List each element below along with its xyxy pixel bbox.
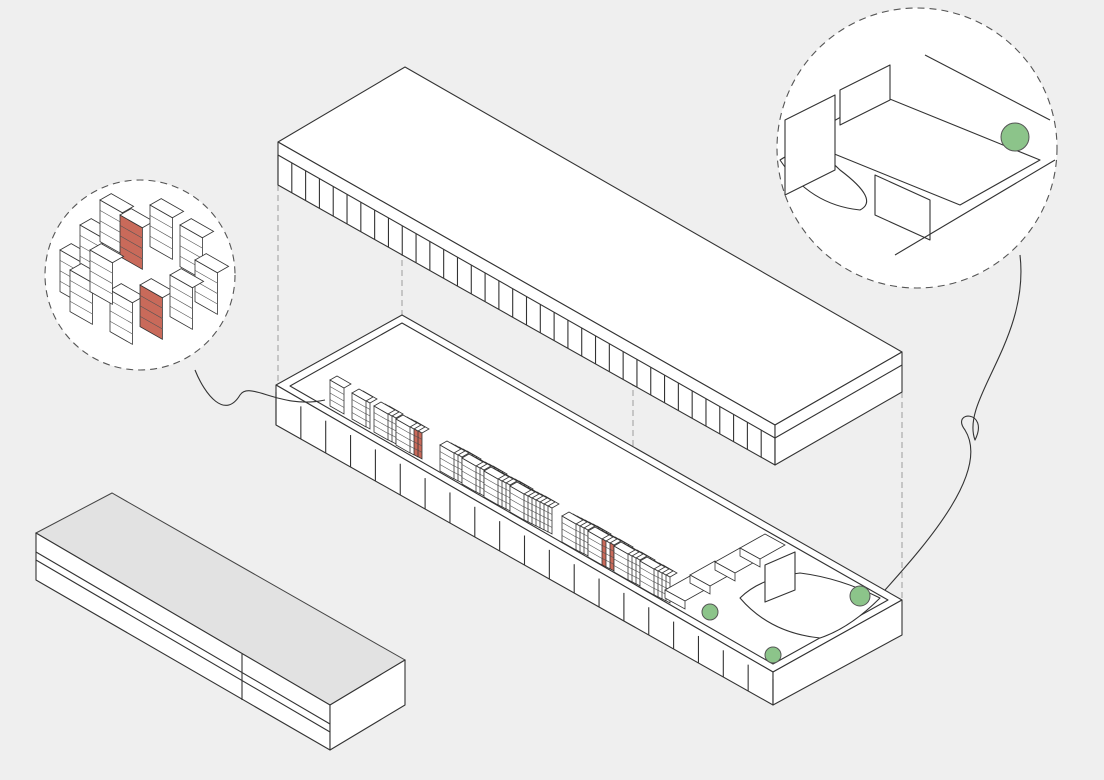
bookshelf-icon [587,526,610,566]
bookshelf-icon [89,243,125,306]
floor-plate [275,314,903,706]
plant-icon [701,603,719,621]
bookshelf-icon [169,268,205,331]
bookshelf-icon [329,375,352,415]
bookshelf-icon [561,511,584,551]
bookshelf-icon [639,556,662,596]
bookshelf-icon [119,208,155,271]
plant-icon [764,646,782,664]
bookshelf-icon [373,401,396,441]
bookshelf-icon [439,440,462,480]
bookshelf-icon [149,198,185,261]
bookshelf-icon [99,193,135,256]
bookshelf-icon [395,414,418,454]
detail-garden-callout [776,7,1058,591]
desk-icon [739,533,786,568]
roof-block [277,66,903,466]
bookshelf-icon [351,388,374,428]
tree-icon [1000,122,1030,152]
tree-icon [849,585,871,607]
detail-bookshelves-callout [44,179,326,406]
reading-garden [701,551,881,664]
bookshelves [329,375,678,604]
bookshelf-icon [509,481,532,521]
desks [664,533,786,610]
existing-building [34,492,406,751]
bookshelf-icon [483,466,506,506]
bookshelf-icon [461,453,484,493]
bookshelf-icon [194,253,230,316]
bookshelf-icon [139,278,175,341]
bookshelf-icon [613,541,636,581]
